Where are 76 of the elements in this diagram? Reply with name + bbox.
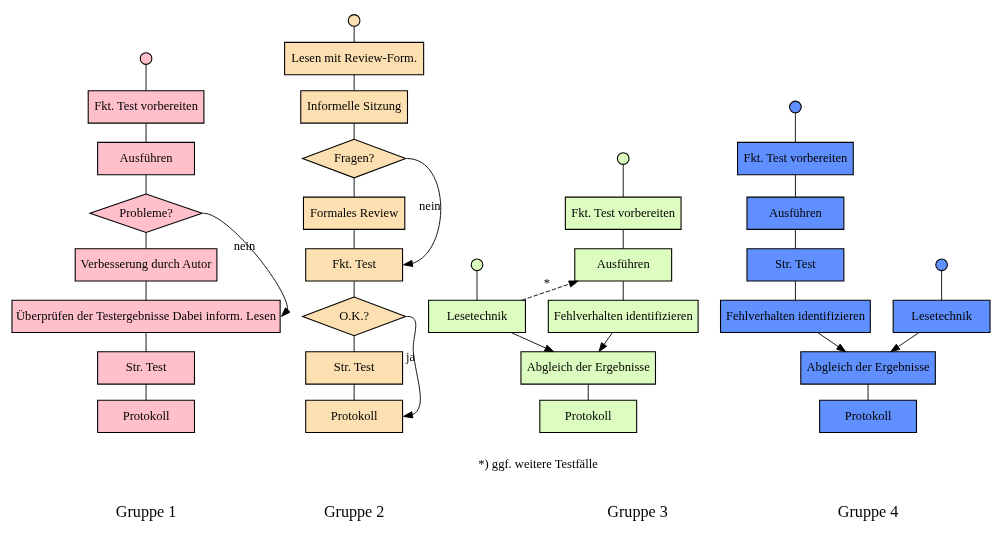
arrow xyxy=(890,332,920,353)
connector xyxy=(353,335,355,353)
node-box: Protokoll xyxy=(97,399,195,434)
node-diamond: Probleme? xyxy=(88,193,204,234)
connector xyxy=(794,229,796,250)
node-box: Ausführen xyxy=(97,141,195,176)
node-box: Ausführen xyxy=(574,248,673,282)
arrow xyxy=(403,158,442,267)
connector xyxy=(353,122,355,140)
node-box: Str. Test xyxy=(97,351,195,385)
connector xyxy=(622,280,624,301)
connector xyxy=(622,229,624,250)
node-box: Protokoll xyxy=(539,399,638,434)
node-circle xyxy=(935,258,948,272)
label: Gruppe 4 xyxy=(837,503,899,521)
node-box: Fehlverhalten identifizieren xyxy=(720,299,871,334)
node-circle xyxy=(789,100,802,114)
node-box: Formales Review xyxy=(302,196,406,230)
connector xyxy=(867,383,869,401)
node-box: Fehlverhalten identifizieren xyxy=(547,299,699,334)
node-box: Str. Test xyxy=(305,351,404,385)
connector xyxy=(353,280,355,298)
node-diamond: Fragen? xyxy=(301,138,408,179)
connector xyxy=(145,122,147,143)
node-box: Verbesserung durch Autor xyxy=(74,248,218,282)
connector xyxy=(353,383,355,401)
node-circle xyxy=(470,258,484,272)
edge-label: nein xyxy=(419,199,441,214)
node-circle xyxy=(139,52,153,65)
label: Gruppe 1 xyxy=(115,503,177,521)
node-circle xyxy=(616,152,630,165)
arrow xyxy=(521,280,579,301)
node-box: Überprüfen der Testergebnisse Dabei inform. Lesen xyxy=(11,299,281,334)
connector xyxy=(353,229,355,250)
node-box: Lesetechnik xyxy=(892,299,991,334)
node-box: Fkt. Test vorbereiten xyxy=(737,141,854,176)
node-box: Str. Test xyxy=(746,248,845,282)
edge-label: nein xyxy=(233,239,256,254)
node-box: Protokoll xyxy=(819,399,918,434)
node-box: Fkt. Test xyxy=(305,248,404,282)
node-box: Lesetechnik xyxy=(428,299,526,334)
connector xyxy=(476,270,478,301)
connector xyxy=(145,332,147,353)
node-circle xyxy=(347,14,361,27)
connector xyxy=(794,174,796,198)
label: *) ggf. weitere Testfälle xyxy=(478,457,598,472)
label: Gruppe 2 xyxy=(323,503,385,521)
connector xyxy=(353,25,355,43)
node-box: Ausführen xyxy=(746,196,845,230)
node-diamond: O.K.? xyxy=(301,296,408,337)
connector xyxy=(587,383,589,401)
arrow xyxy=(817,332,847,353)
arrow xyxy=(598,332,613,353)
connector xyxy=(622,164,624,198)
node-box: Fkt. Test vorbereiten xyxy=(87,90,205,124)
edge-label: ja xyxy=(406,350,416,365)
edge-label: * xyxy=(543,276,551,291)
connector xyxy=(941,270,943,301)
arrow xyxy=(510,332,555,353)
connector xyxy=(145,280,147,301)
arrow xyxy=(203,212,291,317)
node-box: Fkt. Test vorbereiten xyxy=(564,196,682,230)
connector xyxy=(353,74,355,92)
node-box: Abgleich der Ergebnisse xyxy=(800,351,936,385)
node-box: Abgleich der Ergebnisse xyxy=(520,351,657,385)
connector xyxy=(145,174,147,195)
label: Gruppe 3 xyxy=(607,503,668,521)
connector xyxy=(145,63,147,92)
connector xyxy=(794,280,796,301)
connector xyxy=(145,383,147,401)
node-box: Informelle Sitzung xyxy=(300,90,409,124)
connector xyxy=(794,112,796,143)
node-box: Protokoll xyxy=(305,399,404,434)
node-box: Lesen mit Review-Form. xyxy=(284,41,425,76)
connector xyxy=(145,232,147,249)
connector xyxy=(353,177,355,198)
